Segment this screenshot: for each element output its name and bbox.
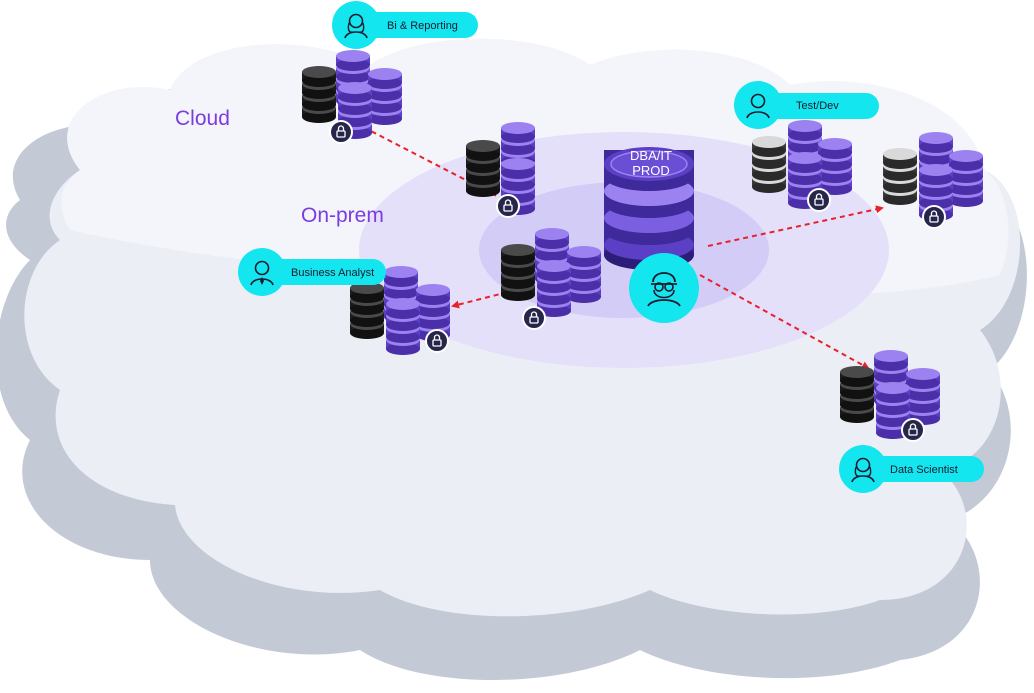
role-label-test-dev: Test/Dev xyxy=(796,100,839,112)
role-pill-test-dev: Test/Dev xyxy=(734,81,879,129)
prod-database-hub xyxy=(604,147,694,270)
role-pill-business-analyst: Business Analyst xyxy=(238,248,386,296)
suited-user-icon xyxy=(250,260,274,286)
role-label-data-scientist: Data Scientist xyxy=(890,464,958,476)
role-pill-bi-reporting: Bi & Reporting xyxy=(332,1,478,49)
role-pill-data-scientist: Data Scientist xyxy=(839,445,984,493)
hub-label-line1: DBA/IT xyxy=(630,148,672,163)
dba-user-icon xyxy=(629,253,699,323)
female-user-icon xyxy=(851,457,875,483)
hub-label-line2: PROD xyxy=(632,163,670,178)
arrow-to-test-dev xyxy=(707,205,884,247)
role-label-bi-reporting: Bi & Reporting xyxy=(387,20,458,32)
role-label-business-analyst: Business Analyst xyxy=(291,267,374,279)
user-icon xyxy=(746,93,770,119)
female-user-icon xyxy=(344,13,368,39)
onprem-zone-label: On-prem xyxy=(301,204,384,227)
cloud-zone-label: Cloud xyxy=(175,107,230,130)
